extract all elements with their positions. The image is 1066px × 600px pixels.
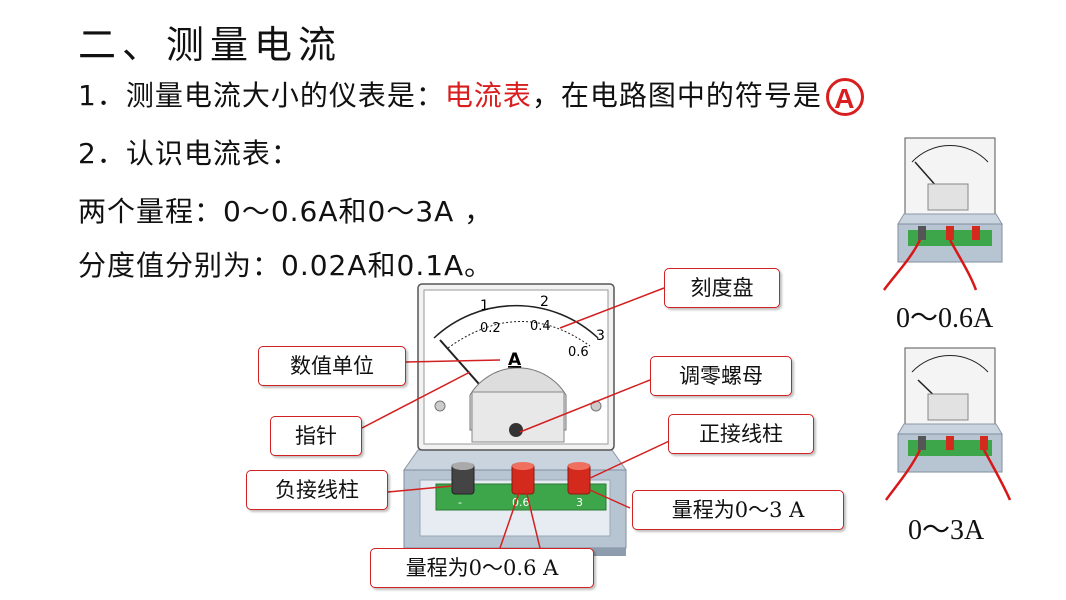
callout-lines: [361, 287, 681, 549]
scale-top-3: 3: [596, 328, 605, 344]
terminal-label-3: 3: [576, 496, 583, 509]
label-unit: 数值单位: [258, 346, 406, 386]
label-positive-terminal: 正接线柱: [668, 414, 814, 454]
scale-top-2: 2: [540, 294, 549, 310]
terminal-3: [567, 462, 591, 495]
line-2: 2．认识电流表：: [78, 137, 300, 170]
terminal-06: [511, 462, 535, 495]
terminal-label-neg: -: [458, 496, 462, 509]
negative-terminal: [451, 462, 475, 495]
scale-bottom-2: 0.4: [530, 319, 551, 334]
line-3: 两个量程：0～0.6A和0～3A ，: [78, 195, 494, 228]
label-dial: 刻度盘: [664, 268, 780, 308]
scale-top-1: 1: [480, 298, 489, 314]
ammeter-term: 电流表: [444, 79, 532, 112]
line-4: 分度值分别为：0.02A和0.1A。: [78, 249, 494, 282]
scale-bottom-3: 0.6: [568, 345, 589, 360]
page-title: 二、测量电流: [78, 23, 343, 67]
line-1-suffix: ，在电路图中的符号是: [531, 79, 822, 112]
small-meter-3: [884, 347, 1012, 501]
caption-range-3: 0～3A: [908, 515, 985, 546]
small-meter-06: [882, 137, 1003, 291]
label-range-06: 量程为0～0.6 A: [370, 548, 594, 588]
unit-symbol: A: [508, 350, 522, 370]
scale-bottom-1: 0.2: [480, 321, 501, 336]
line-1-prefix: 1．测量电流大小的仪表是：: [78, 79, 445, 112]
label-zero-adjust: 调零螺母: [650, 356, 792, 396]
label-range-3: 量程为0～3 A: [632, 490, 844, 530]
caption-range-06: 0～0.6A: [896, 303, 994, 334]
ammeter-symbol-icon: A: [825, 78, 864, 116]
label-pointer: 指针: [270, 416, 362, 456]
label-negative-terminal: 负接线柱: [246, 470, 388, 510]
